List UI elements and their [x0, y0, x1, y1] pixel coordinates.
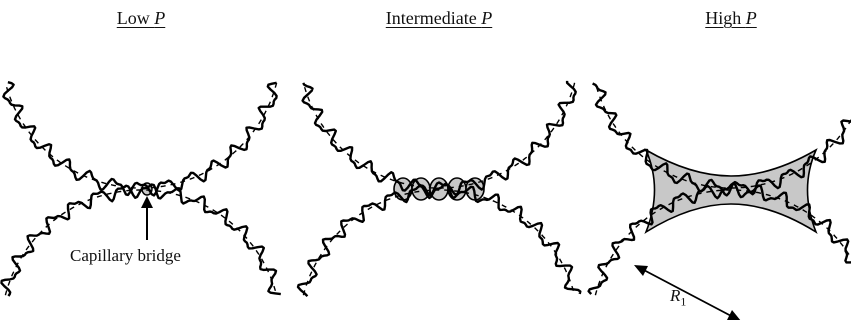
panel-title-intermediate: Intermediate P	[385, 8, 493, 28]
radius-arrow-head-end	[727, 310, 741, 320]
radius-arrow-shaft	[639, 267, 736, 319]
top-grain-ideal-surface	[594, 82, 851, 189]
capillary-bridge-label: Capillary bridge	[70, 246, 181, 265]
bottom-grain-rough-surface	[0, 183, 281, 297]
top-grain-rough-surface	[301, 80, 577, 197]
top-grain-rough-surface	[2, 81, 278, 197]
radius-label: R1	[670, 286, 687, 309]
top-grain-ideal-surface	[302, 82, 576, 189]
panel-title-high: High P	[705, 8, 757, 28]
panel-title-low: Low P	[116, 8, 166, 28]
capillary-arrow-head	[141, 196, 153, 208]
top-grain-ideal-surface	[4, 82, 278, 189]
bottom-grain-ideal-surface	[4, 189, 278, 296]
top-grain-rough-surface	[592, 82, 851, 197]
bottom-grain-ideal-surface	[594, 189, 851, 296]
radius-arrow-head-start	[634, 265, 648, 276]
bottom-grain-rough-surface	[296, 182, 582, 298]
bottom-grain-ideal-surface	[302, 189, 576, 296]
bottom-grain-rough-surface	[587, 182, 851, 295]
